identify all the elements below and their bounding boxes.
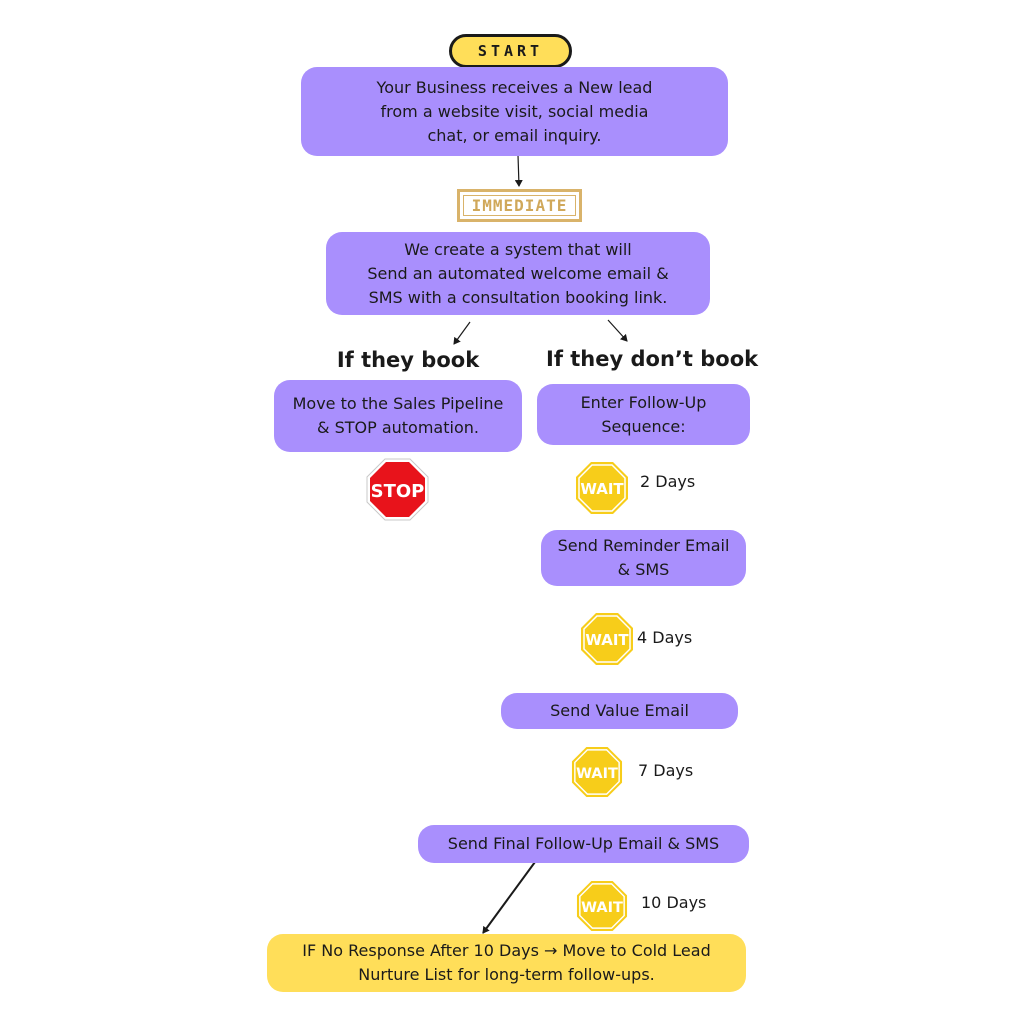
cold-lead-line: Nurture List for long-term follow-ups. xyxy=(358,965,655,984)
wait-sign-text: WAIT xyxy=(585,631,629,649)
branch-book-heading: If they book xyxy=(336,348,480,372)
reminder-line: Send Reminder Email xyxy=(557,536,730,555)
reminder-email-box: Send Reminder Email & SMS xyxy=(541,530,746,586)
wait-duration-label: 4 Days xyxy=(637,628,693,647)
arrow-to-book xyxy=(453,321,471,345)
value-email-label: Send Value Email xyxy=(550,701,689,720)
branch-no-book-heading: If they don’t book xyxy=(546,347,759,371)
cold-lead-line: IF No Response After 10 Days → Move to C… xyxy=(302,941,711,960)
automated-welcome-box: We create a system that will Send an aut… xyxy=(326,232,710,315)
wait-sign-icon: WAIT xyxy=(581,613,633,665)
start-badge: START xyxy=(449,34,572,68)
sales-pipeline-box: Move to the Sales Pipeline & STOP automa… xyxy=(274,380,522,452)
sales-pipeline-line: Move to the Sales Pipeline xyxy=(292,394,504,413)
new-lead-line: chat, or email inquiry. xyxy=(427,125,602,145)
new-lead-line: from a website visit, social media xyxy=(380,101,649,121)
wait-duration-label: 2 Days xyxy=(640,472,696,491)
cold-lead-box: IF No Response After 10 Days → Move to C… xyxy=(267,934,746,992)
immediate-stamp: IMMEDIATE xyxy=(457,189,582,222)
follow-up-line: Enter Follow-Up xyxy=(580,392,707,412)
wait-duration-label: 10 Days xyxy=(641,893,707,912)
welcome-line: Send an automated welcome email & xyxy=(367,263,669,283)
new-lead-line: Your Business receives a New lead xyxy=(376,77,653,97)
follow-up-sequence-box: Enter Follow-Up Sequence: xyxy=(537,384,750,445)
arrow-lead-to-system xyxy=(514,154,523,187)
follow-up-line: Sequence: xyxy=(601,416,686,436)
arrow-to-cold-lead xyxy=(482,861,536,934)
wait-sign-icon: WAIT xyxy=(576,462,628,514)
wait-sign-text: WAIT xyxy=(576,766,618,782)
wait-duration-label: 7 Days xyxy=(638,761,694,780)
arrow-to-no-book xyxy=(607,319,628,342)
wait-sign-icon: WAIT xyxy=(576,880,628,932)
welcome-line: SMS with a consultation booking link. xyxy=(368,287,668,307)
welcome-line: We create a system that will xyxy=(404,239,632,259)
stop-sign-icon: STOP xyxy=(366,458,429,521)
final-follow-up-box: Send Final Follow-Up Email & SMS xyxy=(418,825,749,863)
final-follow-up-label: Send Final Follow-Up Email & SMS xyxy=(447,834,720,853)
new-lead-box: Your Business receives a New lead from a… xyxy=(301,67,728,156)
sales-pipeline-line: & STOP automation. xyxy=(317,418,479,437)
reminder-line: & SMS xyxy=(617,560,670,579)
wait-sign-text: WAIT xyxy=(581,900,623,916)
stop-sign-text: STOP xyxy=(371,481,425,502)
value-email-box: Send Value Email xyxy=(501,693,738,729)
wait-sign-icon: WAIT xyxy=(571,746,623,798)
wait-sign-text: WAIT xyxy=(580,480,624,498)
